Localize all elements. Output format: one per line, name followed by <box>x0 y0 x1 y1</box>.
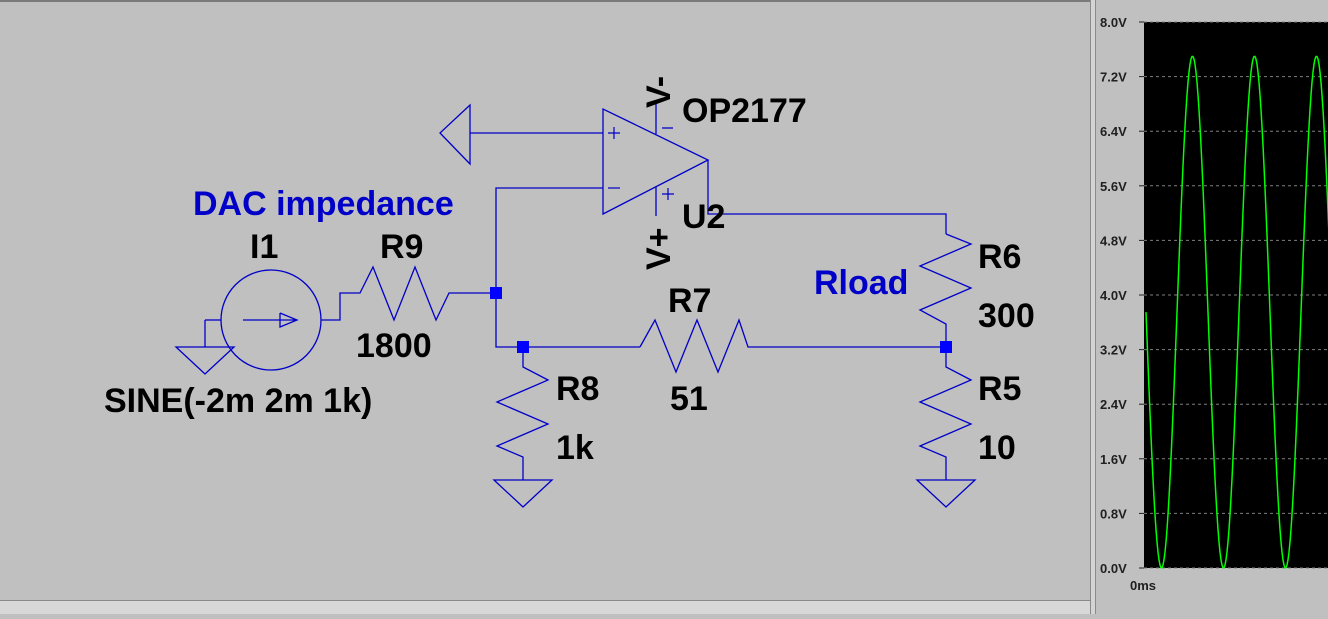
resistor-r9-symbol <box>350 265 459 322</box>
wire-inverting-input <box>495 187 603 293</box>
r5-value-label: 10 <box>978 429 1016 467</box>
opamp-plus-input-mark <box>608 127 620 139</box>
ground-symbol-r8 <box>492 479 554 508</box>
opamp-vplus-pin-mark <box>662 188 674 200</box>
y-tick-label: 0.0V <box>1100 561 1127 576</box>
opamp-vminus-label: V- <box>640 76 678 108</box>
pane-splitter[interactable] <box>1090 0 1096 614</box>
waveform-plot: 8.0V 7.2V 6.4V 5.6V 4.8V 4.0V 3.2V 2.4V 1.6V 0.8V… <box>1100 15 1328 593</box>
resistor-r7-symbol <box>639 318 946 374</box>
wire-node-r8 <box>495 293 640 348</box>
y-tick-label: 0.8V <box>1100 506 1127 521</box>
opamp-model-label: OP2177 <box>682 92 807 130</box>
y-tick-label: 7.2V <box>1100 70 1127 85</box>
y-tick-label: 2.4V <box>1100 397 1127 412</box>
resistor-r8-symbol <box>495 347 550 480</box>
x-tick-label: 0ms <box>1130 578 1156 593</box>
waveform-pane[interactable]: 8.0V 7.2V 6.4V 5.6V 4.8V 4.0V 3.2V 2.4V 1.6V 0.8V… <box>1096 0 1328 614</box>
junction-node-r8 <box>517 341 529 353</box>
y-tick-label: 4.0V <box>1100 288 1127 303</box>
y-tick-label: 1.6V <box>1100 452 1127 467</box>
schematic-svg: OP2177 U2 V- V+ DAC impedance Rload I1 S… <box>104 76 1035 508</box>
ground-symbol-opamp <box>439 103 471 166</box>
wire-opamp-output <box>707 160 947 234</box>
opamp-vplus-label: V+ <box>640 227 678 270</box>
status-strip <box>0 600 1090 614</box>
r6-name-label: R6 <box>978 238 1021 276</box>
ground-symbol-r5 <box>915 479 977 508</box>
y-tick-label: 8.0V <box>1100 15 1127 30</box>
y-tick-label: 3.2V <box>1100 343 1127 358</box>
resistor-r6-symbol <box>918 233 973 347</box>
r9-name-label: R9 <box>380 228 423 266</box>
resistor-r5-symbol <box>918 347 973 480</box>
junction-node-r5 <box>940 341 952 353</box>
r9-value-label: 1800 <box>356 327 432 365</box>
y-tick-label: 4.8V <box>1100 233 1127 248</box>
r6-value-label: 300 <box>978 297 1035 335</box>
source-value-label: SINE(-2m 2m 1k) <box>104 382 372 420</box>
ground-symbol-source <box>174 320 236 375</box>
r8-value-label: 1k <box>556 429 594 467</box>
opamp-name-label: U2 <box>682 198 725 236</box>
y-tick-label: 6.4V <box>1100 124 1127 139</box>
rload-label: Rload <box>814 264 908 302</box>
r7-value-label: 51 <box>670 380 708 418</box>
source-name-label: I1 <box>250 228 278 266</box>
dac-impedance-label: DAC impedance <box>193 185 454 223</box>
trace-series-line <box>1145 55 1328 569</box>
r5-name-label: R5 <box>978 370 1021 408</box>
current-source-arrow <box>243 312 299 328</box>
junction-node-inverting <box>490 287 502 299</box>
wire-i1-r9 <box>321 292 350 321</box>
r8-name-label: R8 <box>556 370 599 408</box>
schematic-canvas[interactable]: OP2177 U2 V- V+ DAC impedance Rload I1 S… <box>0 0 1090 600</box>
y-tick-label: 5.6V <box>1100 179 1127 194</box>
r7-name-label: R7 <box>668 282 711 320</box>
